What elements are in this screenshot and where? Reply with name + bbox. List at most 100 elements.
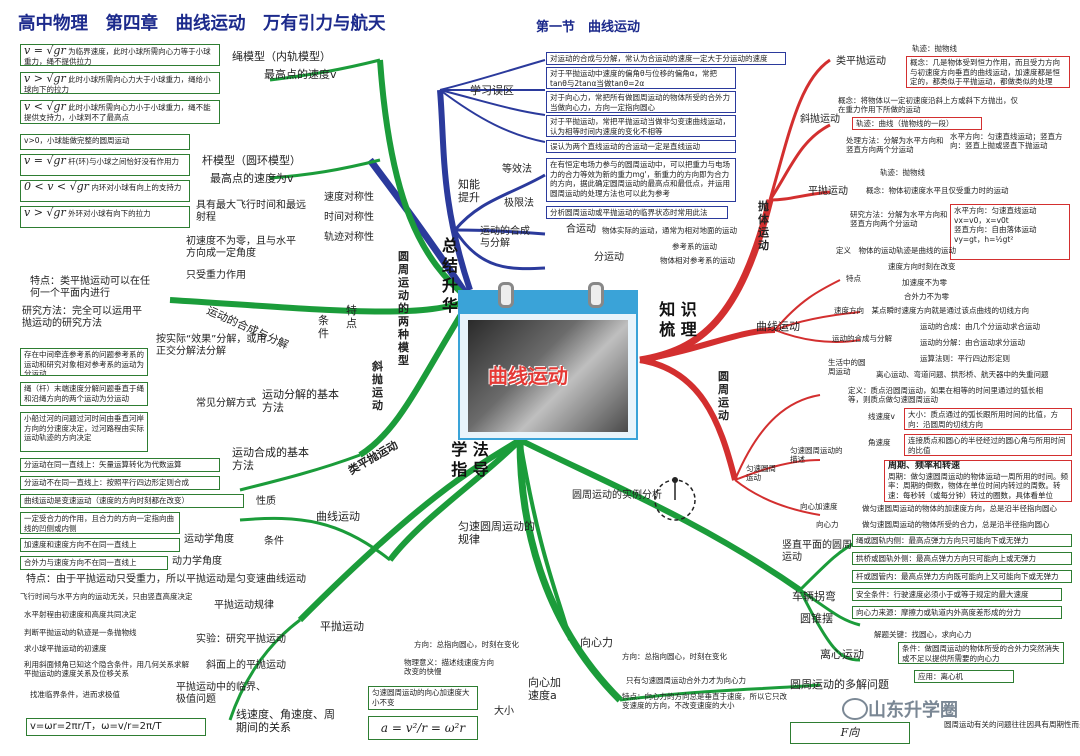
fl-3b: 竖直方向：自由落体运动 vy=gt，h=½gt²: [954, 225, 1037, 244]
car-1: 安全条件：行驶速度必须小于或等于规定的最大速度: [852, 588, 1062, 601]
flat-feature: 特点：由于平抛运动只受重力，所以平抛运动是匀变速曲线运动: [26, 574, 306, 585]
flat-node[interactable]: 平抛运动: [808, 186, 848, 197]
hub-summary[interactable]: 总 结 升 华: [441, 236, 458, 315]
curve-branch[interactable]: 曲线运动: [316, 510, 360, 523]
accel-node[interactable]: 向心加速度a: [528, 676, 561, 702]
fl-3a: 水平方向：匀速直线运动 vx=v0，x=v0t: [954, 206, 1037, 225]
cent-2: 应用：离心机: [914, 670, 1014, 683]
rope-model[interactable]: 绳模型（内轨模型）: [232, 50, 331, 63]
feature-label: 特点: [346, 304, 357, 330]
center-node[interactable]: 曲线运动: [458, 282, 638, 440]
speed-sym: 速度对称性: [324, 192, 374, 203]
per-title: 周期、频率和转速: [888, 461, 961, 471]
cp-2: 运动的分解：由合运动求分运动: [920, 338, 1025, 347]
example-node[interactable]: 圆周运动的实例分析: [572, 490, 662, 501]
fl-3: 研究方法：分解为水平方向和竖直方向两个分运动: [850, 210, 948, 228]
incl-node[interactable]: 斜抛运动: [800, 114, 840, 125]
lv-text: 大小：质点通过的弧长跟所用时间的比值，方向：沿圆周的切线方向: [904, 408, 1072, 430]
rod-box-4: v > √gr 外环对小球有向下的拉力: [20, 206, 190, 228]
incline-branch[interactable]: 斜抛运动: [372, 360, 383, 412]
vert-3: 杆或圆管内：最高点弹力方向既可能向上又可能向下或无弹力: [852, 570, 1072, 583]
eq-text: 在有恒定电场力参与的圆周运动中，可以把重力与电场力的合力等效为新的重力mg'，新…: [546, 158, 736, 202]
study-item-3: 对于向心力，常把所有做圆周运动的物体所受的合外力当做向心力，方向一定指向圆心: [546, 91, 736, 113]
ft-3: 合外力不为零: [904, 292, 949, 301]
force-formula: F向=ma=mv²/r=mω²r: [790, 722, 910, 744]
synth-case-2: 分运动不在同一直线上：按照平行四边形定则合成: [20, 476, 220, 490]
rope-model-sub: 最高点的速度v: [264, 68, 337, 81]
force-node[interactable]: 向心力: [580, 636, 613, 649]
life-node[interactable]: 生活中的圆周运动: [828, 358, 866, 376]
mc2a: 参考系的运动: [672, 242, 717, 251]
flat-slope: 斜面上的平抛运动: [206, 660, 286, 671]
accel-formula: a = v²/r = ω²r: [368, 716, 478, 740]
center-title: 曲线运动: [488, 364, 568, 388]
synth-basic[interactable]: 运动合成的基本方法: [232, 446, 309, 472]
lim-text: 分析圆周运动或平抛运动的临界状态时常用此法: [546, 206, 728, 219]
section-title: 第一节 曲线运动: [536, 20, 641, 35]
flat-law-2: 水平射程由初速度和高度共同决定: [24, 610, 137, 619]
promote-branch[interactable]: 知能提升: [458, 178, 480, 204]
ring-icon: [588, 282, 604, 308]
uniform-r-node[interactable]: 匀速圆周运动: [746, 464, 776, 482]
flat-branch[interactable]: 平抛运动: [320, 620, 364, 633]
decomp-case-1: 存在中间牵连参考系的问题参考系的运动和研究对象相对参考系的运动为分运动: [20, 348, 148, 376]
curve-r-branch[interactable]: 曲线运动: [756, 320, 800, 333]
study-item-4: 对于平抛运动，常把平抛运动当做非匀变速曲线运动，认为相等时间内速度的变化不相等: [546, 115, 736, 137]
biggest: 具有最大飞行时间和最远射程: [196, 200, 306, 223]
curve-def: 定义 物体的运动轨迹是曲线的运动: [836, 246, 956, 255]
curve-comp[interactable]: 运动的合成与分解: [832, 334, 892, 343]
cone-node[interactable]: 圆锥摆: [800, 612, 833, 625]
hub-method[interactable]: 学 法 指 导: [451, 440, 489, 479]
circ-branch[interactable]: 圆周运动: [718, 370, 729, 422]
kin-text: 加速度和速度方向不在同一直线上: [20, 538, 180, 552]
cp-3: 运算法则：平行四边形定则: [920, 354, 1010, 363]
throw-branch[interactable]: 抛体运动: [758, 200, 769, 252]
rod-model[interactable]: 杆模型（圆环模型）: [202, 154, 301, 167]
cls-2: 概念：几是物体受到恒力作用，而且受力方向与初速度方向垂直的曲线运动，加速度都是恒…: [906, 56, 1070, 88]
curve-nature-text: 曲线运动是变速运动（速度的方向时刻都在改变）: [20, 494, 244, 508]
cent-node[interactable]: 离心运动: [820, 648, 864, 661]
car-2: 向心力来源：摩擦力或轨道内外高度差形成的分力: [852, 606, 1062, 619]
uniform-branch[interactable]: 匀速圆周运动的规律: [458, 520, 535, 546]
study-branch[interactable]: 学习误区: [470, 84, 514, 97]
curve-nature: 性质: [256, 496, 276, 507]
hub-model[interactable]: 圆周运动的两种模型: [398, 250, 409, 367]
rod-box-3: 0 < v < √gr 内环对小球有向上的支持力: [20, 180, 190, 202]
watermark: 山东升学圈: [868, 700, 958, 721]
av-node: 角速度: [868, 438, 891, 447]
force-only: 只有匀速圆周运动合外力才为向心力: [626, 676, 746, 685]
effect-decomp: 按实际“效果”分解，或用正交分解法分解: [156, 334, 267, 357]
car-node[interactable]: 车辆拐弯: [792, 590, 836, 603]
vert-node[interactable]: 竖直平面的圆周运动: [782, 540, 852, 563]
multi-node[interactable]: 圆周运动的多解问题: [790, 678, 889, 691]
sport-photo: 曲线运动: [468, 320, 628, 432]
eq-method: 等效法: [502, 164, 532, 175]
mc-node[interactable]: 运动的合成与分解: [480, 226, 530, 249]
dyn-text: 合外力与速度方向不在同一直线上: [20, 556, 168, 570]
watermark-icon: [842, 698, 868, 720]
cls-node[interactable]: 类平抛运动: [836, 56, 886, 67]
decomp-case-3: 小船过河的问题过河时间由垂直河岸方向的分速度决定，过河路程由实际运动轨迹的方向决…: [20, 412, 148, 452]
linear-rel[interactable]: 线速度、角速度、周期间的关系: [236, 708, 335, 734]
per-box: 周期、频率和转速 周期：做匀速圆周运动的物体运动一周所用的时间。频率：周期的倒数…: [884, 460, 1072, 502]
rope-box-2: v > √gr 此时小球所需向心力大于小球重力，绳给小球向下的拉力: [20, 72, 220, 94]
accel-size-text: 匀速圆周运动的向心加速度大小不变: [368, 686, 478, 710]
ca-text: 做匀速圆周运动的物体的加速度方向，总是沿半径指向圆心: [862, 504, 1057, 513]
rod-model-sub: 最高点的速度为v: [210, 172, 294, 185]
rope-box-3: v < √gr 此时小球所需向心力小于小球重力，绳不能提供支持力，小球到不了最高…: [20, 100, 220, 124]
desc-node[interactable]: 匀速圆周运动的描述: [790, 446, 843, 464]
hub-knowledge[interactable]: 知 识 梳 理: [659, 300, 697, 339]
study-item-5: 误认为两个直线运动的合运动一定是直线运动: [546, 140, 736, 153]
curve-cond-text: 一定受合力的作用，且合力的方向一定指向曲线的凹侧或内侧: [20, 512, 180, 534]
synth-case-1: 分运动在同一直线上：矢量运算转化为代数运算: [20, 458, 220, 472]
accel-size: 大小: [494, 706, 514, 717]
page-title: 高中物理 第四章 曲线运动 万有引力与航天: [18, 14, 386, 34]
accel-dir: 方向：总指向圆心，时刻在变化: [414, 640, 519, 649]
flat-crit: 平抛运动中的临界、极值问题: [176, 682, 266, 705]
vert-2: 拱桥或圆轨外侧：最高点弹力方向只可能向上或无弹力: [852, 552, 1072, 565]
flat-law-1: 飞行时间与水平方向的运动无关，只由竖直高度决定: [20, 592, 193, 601]
flat-exp-1: 判断平抛运动的轨迹是一条抛物线: [24, 628, 137, 637]
gravity-only: 只受重力作用: [186, 270, 246, 281]
cf-text: 做匀速圆周运动的物体所受的合力，总是沿半径指向圆心: [862, 520, 1050, 529]
decomp-basic[interactable]: 运动分解的基本方法: [262, 388, 339, 414]
